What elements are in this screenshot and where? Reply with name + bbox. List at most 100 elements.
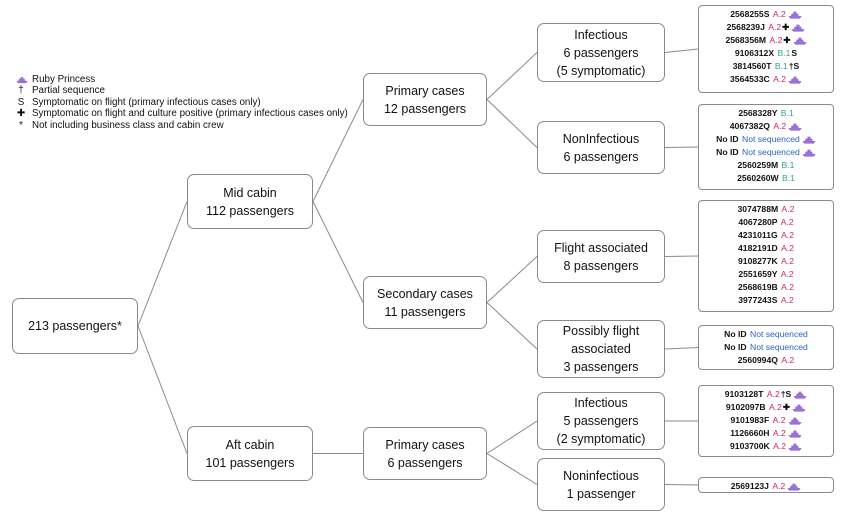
passenger-id: 2560260W	[737, 173, 779, 183]
id-row: No ID Not sequenced	[703, 341, 829, 354]
passenger-id: 2568328Y	[738, 108, 778, 118]
passenger-id: 2568255S	[730, 9, 770, 19]
legend-text: Partial sequence	[32, 85, 105, 97]
lineage-label: A.2	[781, 282, 794, 292]
passenger-id: 4182191D	[738, 243, 778, 253]
legend-marker: *	[19, 119, 23, 131]
id-row: 4182191D A.2	[703, 242, 829, 255]
node-line: Infectious	[574, 27, 628, 42]
legend-item: ✚Symptomatic on flight and culture posit…	[14, 108, 348, 119]
edge-possibly_flight-ids	[664, 347, 699, 350]
id-row: 4067382Q A.2	[703, 120, 829, 133]
legend-text: Not including business class and cabin c…	[32, 119, 224, 131]
lineage-label: A.2	[780, 295, 794, 305]
id-row: 9108277K A.2	[703, 255, 829, 268]
passenger-id: 4067382Q	[729, 121, 770, 131]
symptom-marker: †S	[788, 61, 800, 71]
lineage-label: B.1	[781, 160, 795, 170]
legend-item: * Not including business class and cabin …	[14, 120, 348, 131]
node-line: 12 passengers	[383, 101, 466, 116]
node-line: 3 passengers	[563, 360, 639, 374]
ship-icon	[787, 483, 801, 491]
edge-aft_primary-aft_infectious	[486, 420, 538, 454]
id-row: 9103700K A.2	[703, 440, 829, 453]
node-line: 6 passengers	[563, 149, 639, 164]
passenger-id: No ID	[716, 134, 739, 144]
legend-text: Symptomatic on flight and culture positi…	[32, 108, 348, 120]
lineage-label: B.1	[782, 173, 795, 183]
symptom-marker: S	[791, 48, 798, 58]
symptom-marker: ✚	[782, 22, 790, 32]
passenger-id: 3814560T	[732, 61, 772, 71]
legend-text: Symptomatic on flight (primary infectiou…	[32, 96, 261, 108]
passenger-id: 9103700K	[730, 441, 770, 451]
lineage-label: Not sequenced	[742, 134, 800, 144]
edge-mid_infectious-ids	[664, 48, 699, 53]
node-line: 6 passengers	[387, 455, 463, 470]
legend-text: Ruby Princess	[32, 74, 96, 85]
lineage-label: A.2	[781, 230, 794, 240]
id-row: 2568356M A.2✚	[703, 34, 829, 47]
lineage-label: A.2	[781, 243, 794, 253]
lineage-label: A.2	[780, 269, 794, 279]
passenger-id: 9103128T	[724, 389, 764, 399]
symptom-marker: ✚	[783, 35, 791, 45]
node-line: NonInfectious	[562, 131, 640, 146]
edge-mid_cabin-mid_secondary	[312, 201, 364, 303]
node-mid-primary: Primary cases 12 passengers	[363, 73, 487, 126]
node-line: Secondary cases	[377, 286, 473, 301]
lineage-label: A.2	[773, 441, 786, 451]
node-line: Noninfectious	[563, 468, 639, 483]
lineage-label: A.2	[781, 256, 794, 266]
edge-mid_primary-mid_infectious	[486, 52, 538, 100]
lineage-label: A.2	[766, 389, 780, 399]
passenger-id: 2568356M	[725, 35, 767, 45]
edge-aft_primary-aft_noninfectious	[486, 453, 538, 485]
symptom-marker: ✚	[782, 402, 791, 412]
passenger-id: 3977243S	[738, 295, 778, 305]
id-row: 2568255S A.2	[703, 8, 829, 21]
ship-icon	[788, 11, 802, 19]
lineage-label: A.2	[768, 402, 782, 412]
passenger-id: 2551659Y	[738, 269, 778, 279]
node-line: 101 passengers	[205, 455, 295, 470]
node-line: Primary cases	[385, 83, 465, 98]
passenger-id: 4067280P	[738, 217, 778, 227]
legend-marker: †	[18, 85, 24, 97]
passenger-id: No ID	[724, 329, 747, 339]
edge-mid_secondary-possibly_flight	[486, 302, 538, 350]
symptom-marker: †S	[780, 389, 792, 399]
passenger-id: No ID	[724, 342, 747, 352]
id-row: 3564533C A.2	[703, 73, 829, 86]
id-row: 2569123J A.2	[703, 480, 829, 493]
id-row: 2560259M B.1	[703, 159, 829, 172]
legend-marker: S	[17, 96, 25, 108]
ship-icon	[788, 417, 801, 425]
node-aft-cabin: Aft cabin 101 passengers	[187, 426, 313, 481]
id-row: 9103128T A.2†S	[703, 388, 829, 401]
id-row: No ID Not sequenced	[703, 133, 829, 146]
id-row: 2568619B A.2	[703, 281, 829, 294]
id-row: 9102097B A.2✚	[703, 401, 829, 414]
node-line: Aft cabin	[225, 437, 275, 452]
legend-item: † Partial sequence	[14, 85, 348, 96]
passenger-id: 2560994Q	[737, 355, 778, 365]
id-row: 9106312X B.1S	[703, 47, 829, 60]
passenger-id: 2560259M	[737, 160, 779, 170]
passenger-id: 3074788M	[737, 204, 779, 214]
lineage-label: Not sequenced	[742, 147, 800, 157]
id-row: 2568328Y B.1	[703, 107, 829, 120]
lineage-label: A.2	[769, 35, 783, 45]
lineage-label: A.2	[780, 217, 794, 227]
passenger-id: 4231011G	[738, 230, 778, 240]
lineage-label: A.2	[773, 74, 786, 84]
